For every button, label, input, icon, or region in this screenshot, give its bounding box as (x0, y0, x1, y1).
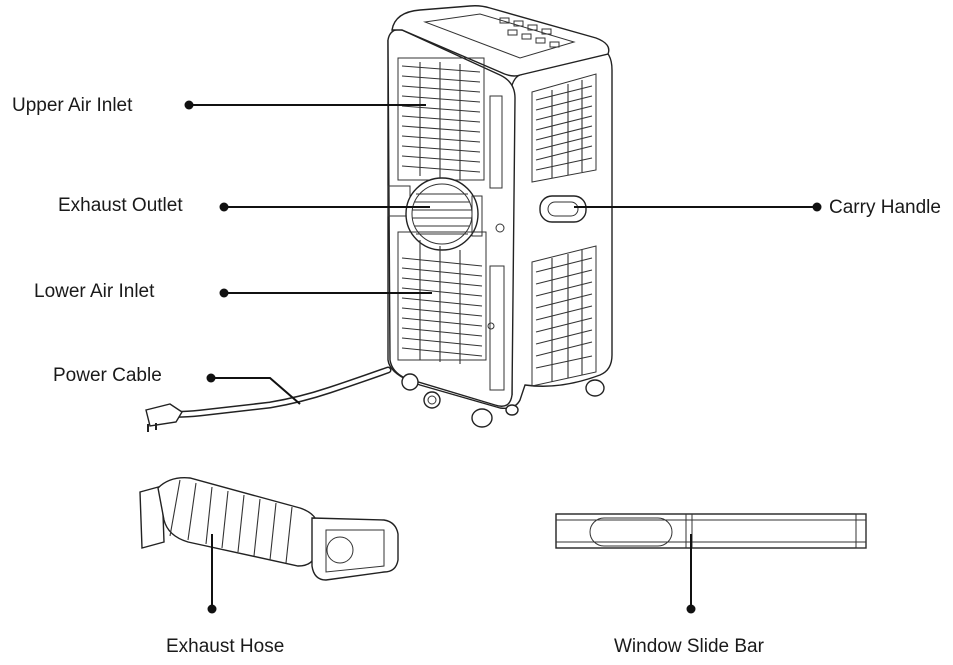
label-power-cable: Power Cable (53, 365, 162, 386)
portable-air-conditioner-illustration (387, 5, 613, 428)
label-exhaust-outlet: Exhaust Outlet (58, 195, 183, 216)
label-window-slide-bar: Window Slide Bar (614, 636, 765, 657)
callout-upper-air-inlet (184, 100, 426, 110)
carry-handle (539, 195, 587, 223)
callout-carry-handle (574, 202, 822, 212)
callout-power-cable (206, 373, 301, 405)
callout-exhaust-outlet (219, 202, 430, 212)
side-lower-grille (531, 245, 597, 387)
exhaust-hose-illustration (139, 477, 399, 581)
label-exhaust-hose: Exhaust Hose (166, 636, 284, 657)
window-slide-bar-illustration (555, 513, 867, 549)
caster-wheels (401, 373, 605, 428)
callout-lower-air-inlet (219, 288, 432, 298)
side-upper-grille (531, 73, 597, 183)
label-carry-handle: Carry Handle (829, 197, 941, 218)
callout-exhaust-hose (207, 534, 217, 614)
lower-air-inlet-grille (397, 231, 505, 391)
power-cable-illustration (145, 366, 392, 432)
upper-air-inlet-grille (397, 57, 485, 181)
label-upper-air-inlet: Upper Air Inlet (12, 95, 133, 116)
label-lower-air-inlet: Lower Air Inlet (34, 281, 155, 302)
callout-window-slide-bar (686, 534, 696, 614)
control-panel (499, 17, 560, 48)
